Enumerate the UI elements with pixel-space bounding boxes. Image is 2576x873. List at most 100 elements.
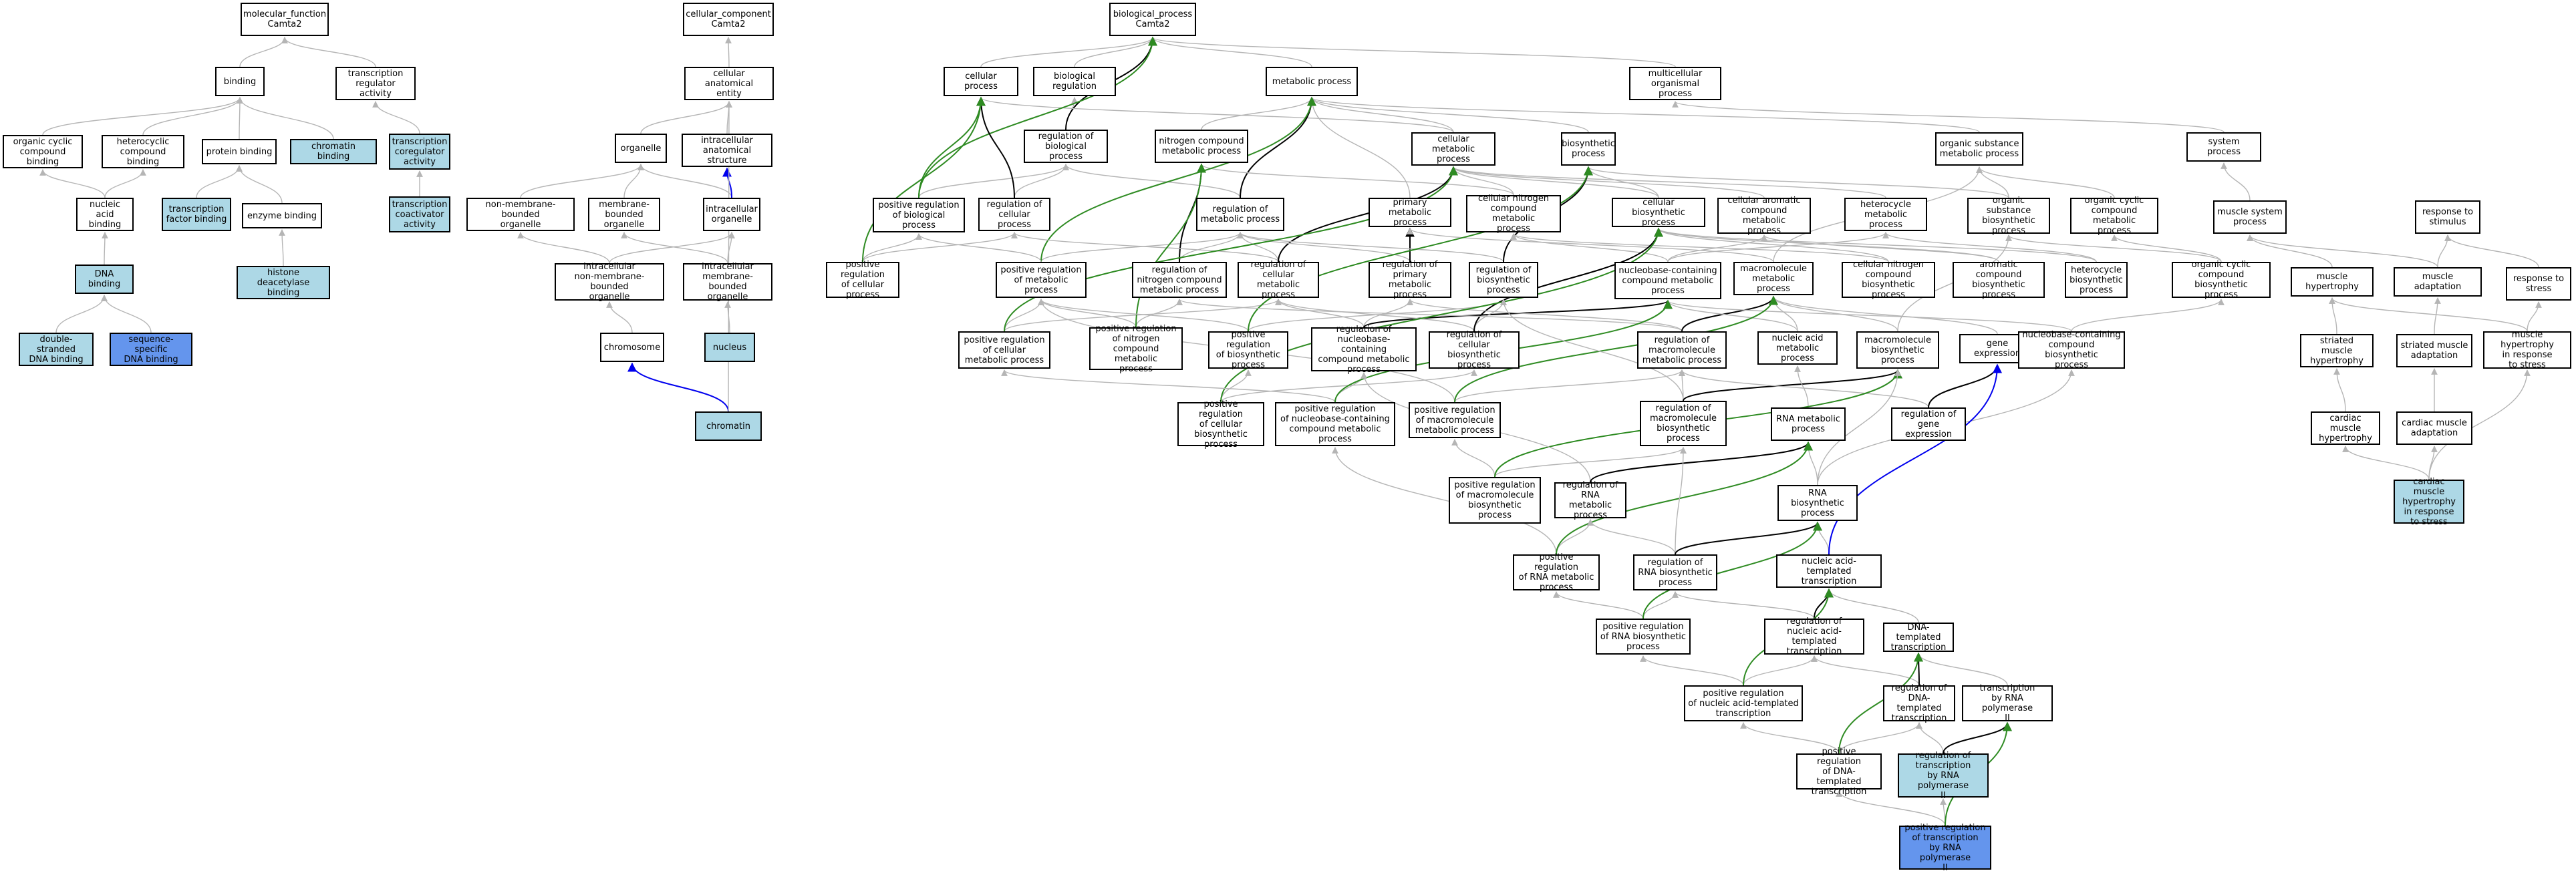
go-term-rtstress[interactable]: response to stress — [2506, 267, 2571, 301]
go-term-cbsp[interactable]: cellular biosynthetic process — [1612, 198, 1705, 228]
go-term-rcp[interactable]: regulation of cellular process — [978, 198, 1050, 231]
go-term-ma[interactable]: muscle adaptation — [2394, 267, 2482, 297]
go-term-prncmp[interactable]: positive regulation of nitrogen compound… — [1089, 324, 1183, 374]
go-term-rmbsp[interactable]: regulation of macromolecule biosynthetic… — [1640, 401, 1727, 446]
go-term-chrb[interactable]: chromatin binding — [290, 139, 377, 164]
go-term-mhrs[interactable]: muscle hypertrophy in response to stress — [2483, 330, 2571, 370]
go-term-rrnabsp[interactable]: regulation of RNA biosynthetic process — [1633, 554, 1717, 590]
go-term-ias[interactable]: intracellular anatomical structure — [682, 134, 772, 167]
go-term-prrnamp[interactable]: positive regulation of RNA metabolic pro… — [1513, 552, 1600, 592]
go-term-chromatin[interactable]: chromatin — [695, 411, 762, 441]
go-term-nuc[interactable]: nucleus — [704, 333, 755, 362]
go-term-rbsp[interactable]: regulation of biosynthetic process — [1469, 262, 1538, 298]
go-term-cncbp[interactable]: cellular nitrogen compound biosynthetic … — [1842, 260, 1935, 300]
go-term-hbp[interactable]: heterocycle biosynthetic process — [2065, 262, 2128, 298]
go-term-occmp[interactable]: organic cyclic compound metabolic proces… — [2070, 196, 2158, 236]
go-term-smh[interactable]: striated muscle hypertrophy — [2300, 334, 2374, 367]
go-term-prnccmp[interactable]: positive regulation of nucleobase-contai… — [1275, 402, 1395, 446]
go-term-rge[interactable]: regulation of gene expression — [1891, 407, 1966, 441]
go-term-rcbsp[interactable]: regulation of cellular biosynthetic proc… — [1429, 330, 1520, 370]
go-term-dtt[interactable]: DNA-templated transcription — [1883, 623, 1954, 653]
go-term-mp[interactable]: metabolic process — [1266, 67, 1358, 96]
go-term-prcbsp[interactable]: positive regulation of cellular biosynth… — [1177, 399, 1264, 450]
go-term-sma[interactable]: striated muscle adaptation — [2396, 334, 2472, 367]
go-term-cmh[interactable]: cardiac muscle hypertrophy — [2311, 411, 2380, 445]
go-term-prcp[interactable]: positive regulation of cellular process — [826, 260, 899, 300]
go-term-br[interactable]: biological regulation — [1033, 67, 1116, 96]
go-term-rnccmp[interactable]: regulation of nucleobase-containing comp… — [1311, 325, 1417, 375]
go-term-prtrp2[interactable]: positive regulation of transcription by … — [1899, 823, 1991, 873]
go-term-ncmp[interactable]: nitrogen compound metabolic process — [1155, 130, 1248, 163]
go-term-imbo[interactable]: intracellular membrane-bounded organelle — [683, 262, 772, 302]
go-term-prmmp[interactable]: positive regulation of macromolecule met… — [1409, 402, 1501, 438]
go-term-tcra[interactable]: transcription coregulator activity — [389, 134, 450, 170]
go-term-prbp[interactable]: positive regulation of biological proces… — [873, 198, 965, 232]
go-term-cmp[interactable]: cellular metabolic process — [1411, 132, 1495, 166]
go-term-osbp[interactable]: organic substance biosynthetic process — [1967, 196, 2050, 236]
go-term-prmbsp[interactable]: positive regulation of macromolecule bio… — [1449, 477, 1541, 524]
go-term-hdb[interactable]: histone deacetylase binding — [237, 266, 330, 299]
go-term-rrnamp[interactable]: regulation of RNA metabolic process — [1554, 480, 1626, 520]
go-term-rncmp[interactable]: regulation of nitrogen compound metaboli… — [1132, 262, 1227, 298]
go-term-rnamp[interactable]: RNA metabolic process — [1771, 407, 1846, 441]
go-term-rts[interactable]: response to stimulus — [2415, 200, 2480, 234]
go-term-hmp[interactable]: heterocycle metabolic process — [1844, 198, 1927, 231]
go-term-prrnabsp[interactable]: positive regulation of RNA biosynthetic … — [1596, 619, 1691, 655]
go-term-dsdna[interactable]: double-stranded DNA binding — [19, 333, 94, 366]
go-term-cacmp[interactable]: cellular aromatic compound metabolic pro… — [1717, 196, 1811, 236]
go-term-mbsp[interactable]: macromolecule biosynthetic process — [1856, 331, 1939, 369]
go-term-eb[interactable]: enzyme binding — [242, 203, 322, 228]
go-term-prmp[interactable]: positive regulation of metabolic process — [996, 262, 1087, 298]
go-term-prcmp[interactable]: positive regulation of cellular metaboli… — [958, 331, 1050, 369]
go-term-cmhrs[interactable]: cardiac muscle hypertrophy in response t… — [2394, 477, 2464, 527]
go-term-msp[interactable]: muscle system process — [2213, 200, 2287, 234]
go-term-rdtt[interactable]: regulation of DNA-templated transcriptio… — [1883, 683, 1955, 723]
go-term-cma[interactable]: cardiac muscle adaptation — [2396, 411, 2472, 445]
go-term-bsp[interactable]: biosynthetic process — [1561, 132, 1616, 166]
go-term-cae[interactable]: cellular anatomical entity — [684, 67, 774, 100]
go-term-trra[interactable]: transcription regulator activity — [335, 67, 416, 100]
go-term-nab[interactable]: nucleic acid binding — [76, 198, 134, 231]
go-term-nccmp[interactable]: nucleobase-containing compound metabolic… — [1614, 262, 1721, 299]
go-term-prbsp[interactable]: positive regulation of biosynthetic proc… — [1208, 330, 1288, 370]
go-term-nmbo[interactable]: non-membrane-bounded organelle — [466, 198, 575, 231]
go-term-rpmp[interactable]: regulation of primary metabolic process — [1369, 260, 1451, 300]
go-term-rnatt[interactable]: regulation of nucleic acid-templated tra… — [1764, 617, 1864, 657]
go-term-tcaa[interactable]: transcription coactivator activity — [389, 196, 450, 232]
go-term-mop[interactable]: multicellular organismal process — [1629, 67, 1721, 100]
go-term-acbp[interactable]: aromatic compound biosynthetic process — [1953, 260, 2045, 300]
go-term-rtrp2[interactable]: regulation of transcription by RNA polym… — [1898, 751, 1989, 801]
go-term-prdtt[interactable]: positive regulation of DNA-templated tra… — [1796, 747, 1882, 797]
go-term-sysp[interactable]: system process — [2186, 132, 2261, 162]
go-term-occbp[interactable]: organic cyclic compound biosynthetic pro… — [2172, 260, 2271, 300]
go-term-org[interactable]: organelle — [615, 134, 667, 163]
go-term-mh[interactable]: muscle hypertrophy — [2291, 267, 2374, 297]
go-term-bp[interactable]: biological_process Camta2 — [1109, 3, 1196, 36]
go-term-nccbp[interactable]: nucleobase-containing compound biosynthe… — [2018, 330, 2125, 370]
go-term-osmp[interactable]: organic substance metabolic process — [1935, 132, 2023, 166]
go-term-occb[interactable]: organic cyclic compound binding — [3, 135, 83, 168]
go-term-namp[interactable]: nucleic acid metabolic process — [1757, 331, 1838, 365]
go-term-io[interactable]: intracellular organelle — [703, 198, 760, 231]
go-term-cc[interactable]: cellular_component Camta2 — [683, 3, 774, 36]
go-term-mmp[interactable]: macromolecule metabolic process — [1733, 262, 1814, 295]
go-term-cp[interactable]: cellular process — [944, 67, 1018, 96]
go-term-rmmp[interactable]: regulation of macromolecule metabolic pr… — [1637, 331, 1727, 369]
go-term-inmbo[interactable]: intracellular non-membrane-bounded organ… — [555, 262, 664, 302]
go-term-rmp[interactable]: regulation of metabolic process — [1196, 198, 1284, 231]
go-term-pb[interactable]: protein binding — [202, 139, 277, 164]
go-term-rbp[interactable]: regulation of biological process — [1024, 130, 1108, 163]
go-term-trp2[interactable]: transcription by RNA polymerase II — [1962, 683, 2053, 723]
go-term-dnab[interactable]: DNA binding — [75, 265, 134, 294]
go-term-tfb[interactable]: transcription factor binding — [162, 198, 231, 231]
go-term-mbo[interactable]: membrane-bounded organelle — [588, 198, 660, 231]
go-term-prnatt[interactable]: positive regulation of nucleic acid-temp… — [1684, 685, 1803, 721]
go-term-pmp[interactable]: primary metabolic process — [1369, 198, 1451, 228]
go-term-natt[interactable]: nucleic acid-templated transcription — [1776, 554, 1882, 588]
go-term-rcmp[interactable]: regulation of cellular metabolic process — [1238, 260, 1319, 300]
go-term-rnabsp[interactable]: RNA biosynthetic process — [1777, 485, 1858, 521]
go-term-ssdna[interactable]: sequence-specific DNA binding — [110, 333, 192, 366]
go-term-mf[interactable]: molecular_function Camta2 — [241, 3, 329, 36]
go-term-chrom[interactable]: chromosome — [600, 333, 664, 362]
go-term-binding[interactable]: binding — [215, 67, 265, 96]
